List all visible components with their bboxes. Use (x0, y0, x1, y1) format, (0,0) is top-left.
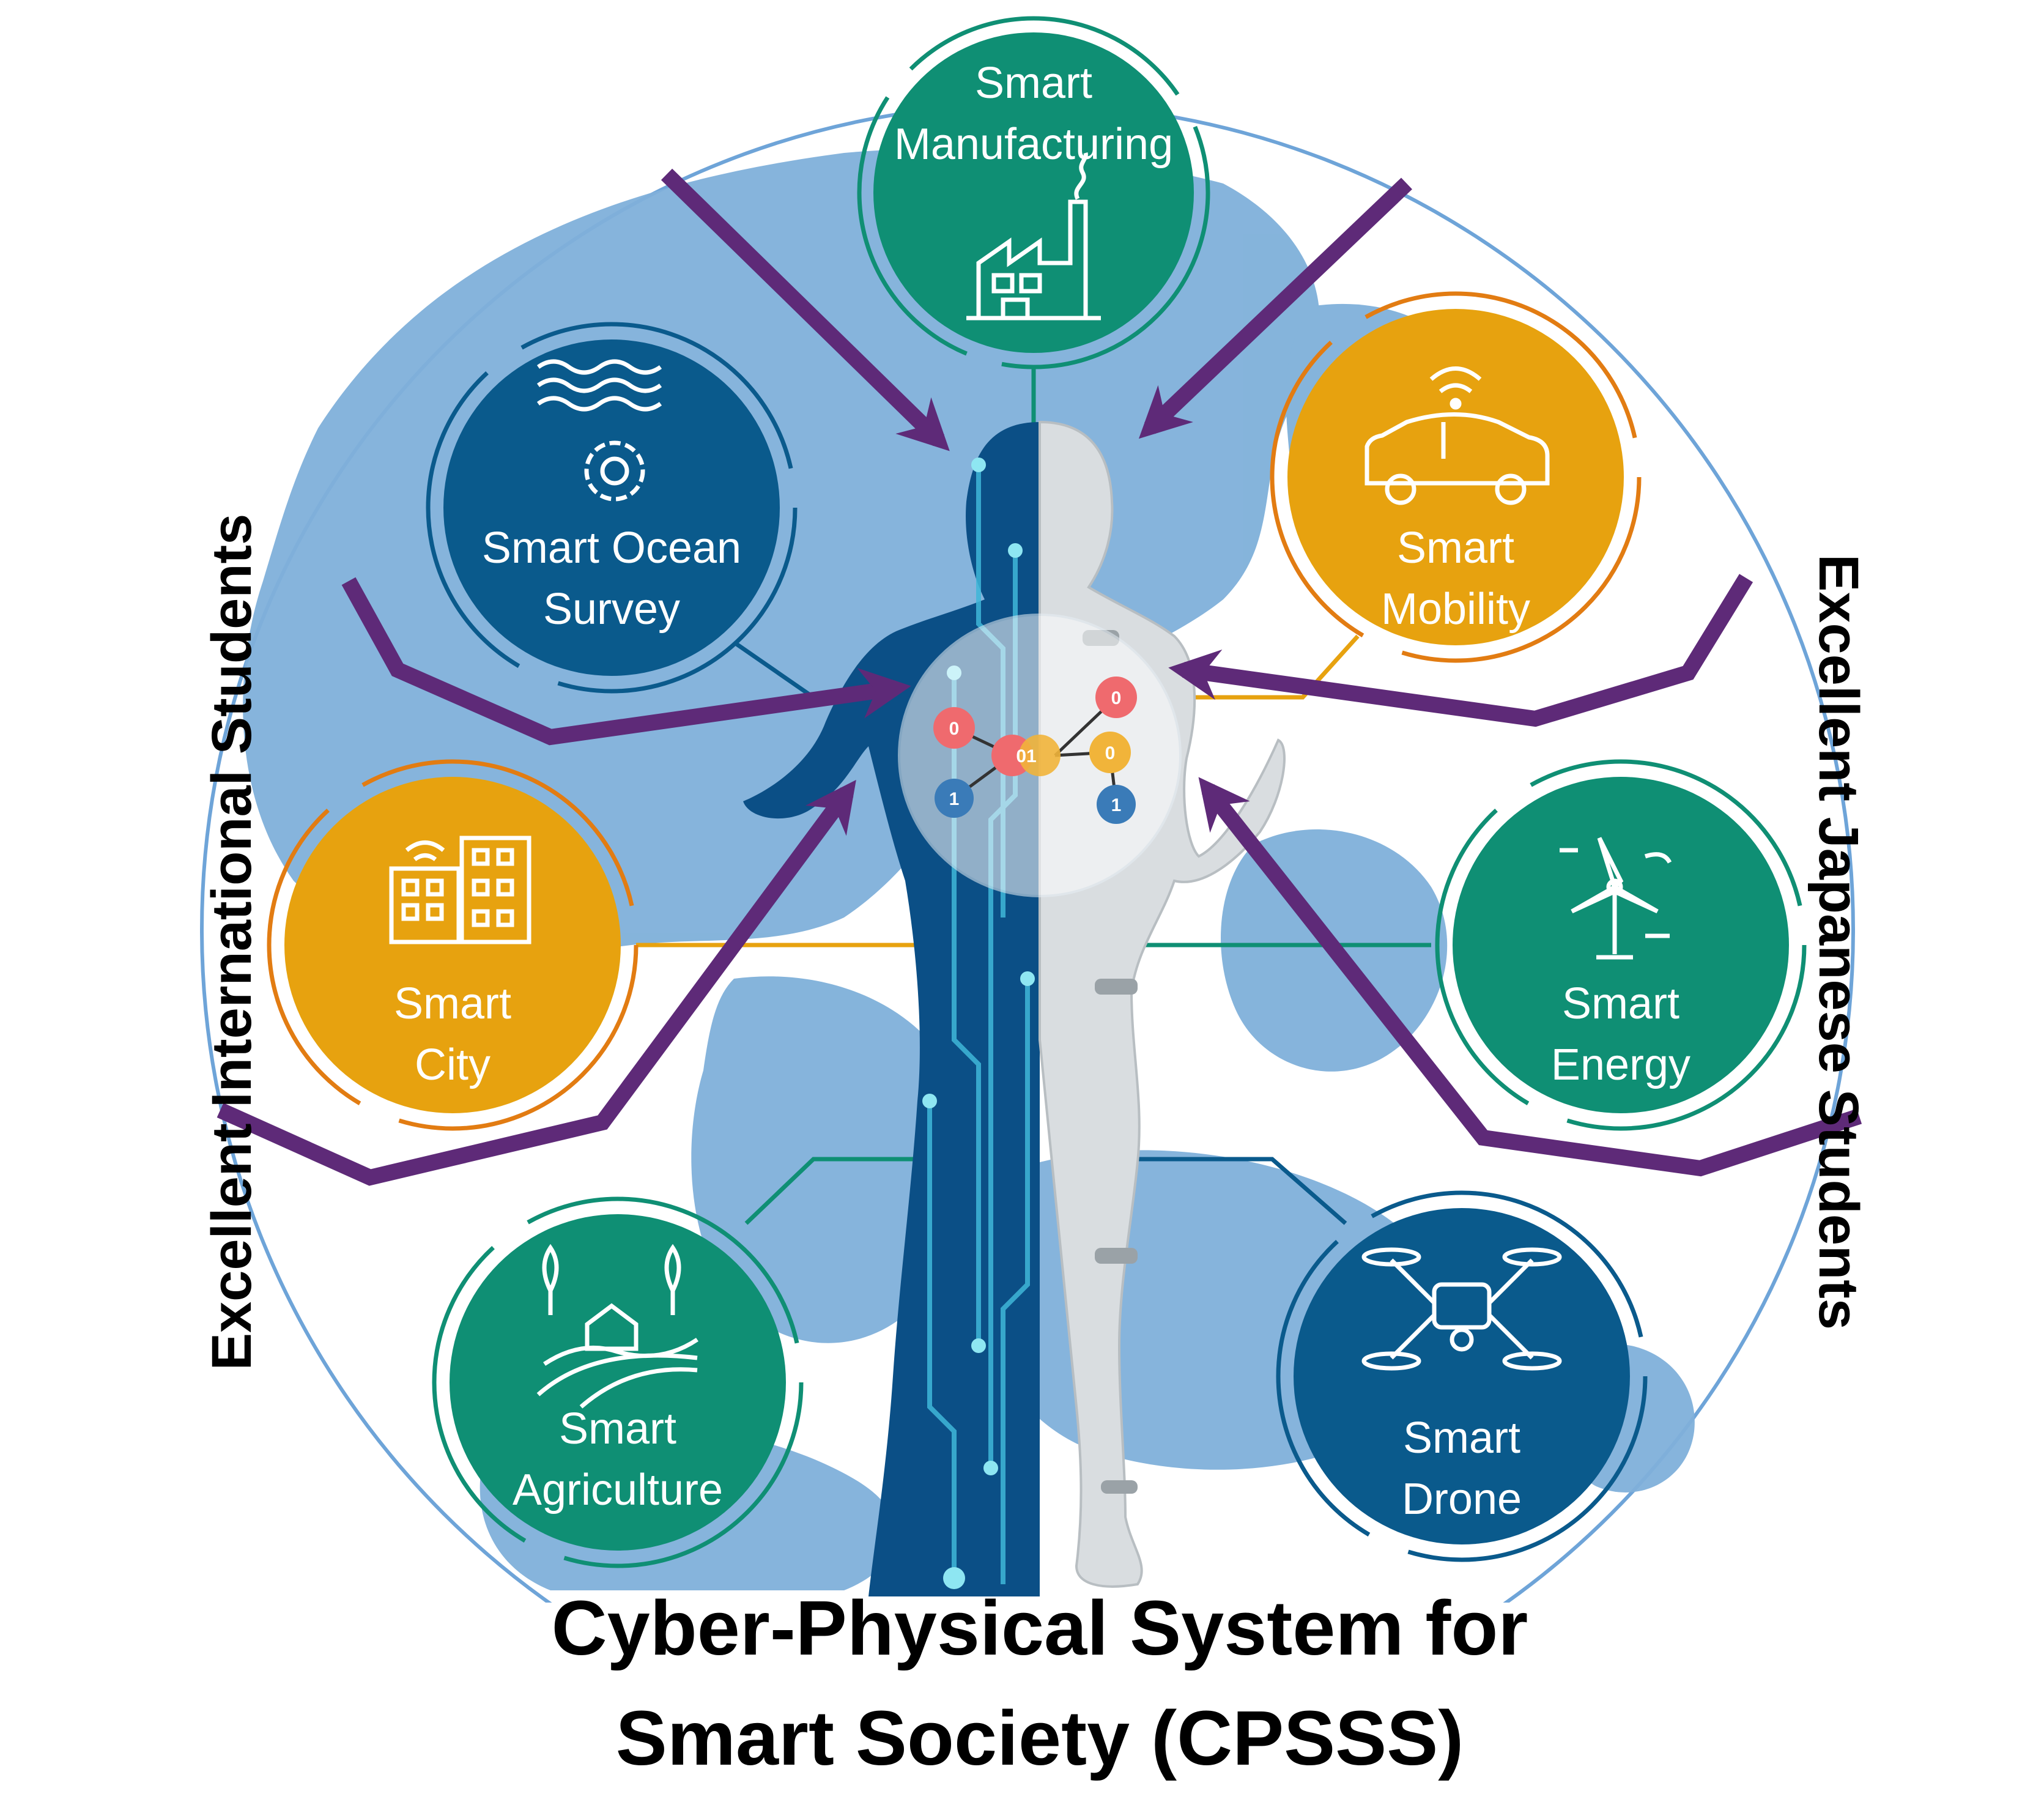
arrow-left-upper (341, 577, 911, 746)
node-label: Agriculture (513, 1466, 723, 1515)
node-smart-agriculture: Smart Agriculture (432, 1196, 804, 1568)
node-label: Smart (975, 59, 1092, 108)
node-label: Energy (1551, 1040, 1690, 1089)
arrow-right-lower (1198, 777, 1862, 1177)
node-label: Manufacturing (894, 120, 1173, 169)
bit-label: 0 (949, 719, 960, 739)
node-label: Smart (1562, 979, 1679, 1028)
bit-node (1097, 785, 1136, 824)
node-label: Smart (559, 1404, 676, 1453)
factory-icon (966, 152, 1101, 321)
bit-node (933, 707, 975, 749)
bit-label: 0 (1105, 743, 1116, 763)
arrow-top-right (1138, 177, 1412, 439)
node-smart-ocean-survey: Smart Ocean Survey (426, 322, 798, 694)
node-smart-manufacturing: Smart Manufacturing (857, 16, 1210, 369)
data-hub: 0 0 01 0 1 1 (898, 614, 1182, 897)
node-label: Mobility (1381, 585, 1530, 634)
node-label: City (415, 1040, 491, 1089)
side-label-right: Excellent Japanese Students (1807, 554, 1870, 1330)
side-label-left: Excellent International Students (201, 514, 263, 1371)
arrow-top-left (661, 168, 950, 451)
wind-turbine-icon (1560, 837, 1672, 960)
node-label: Drone (1402, 1475, 1522, 1524)
farm-icon (536, 1244, 698, 1409)
bit-node (1089, 732, 1131, 773)
bit-label: 1 (949, 789, 960, 809)
connected-car-icon (1365, 366, 1550, 505)
node-label: Smart (1397, 524, 1514, 573)
bit-label: 01 (1016, 746, 1036, 766)
buildings-icon (389, 836, 531, 944)
node-label: Smart Ocean (482, 524, 741, 573)
node-smart-mobility: Smart Mobility (1270, 291, 1642, 663)
waves-gear-icon (536, 359, 662, 502)
title-line-2: Smart Society (CPSSS) (616, 1695, 1464, 1781)
node-smart-drone: Smart Drone (1276, 1190, 1648, 1562)
title-line-1: Cyber-Physical System for (552, 1585, 1528, 1671)
node-smart-city: Smart City (267, 759, 639, 1131)
node-label: Smart (1403, 1414, 1520, 1463)
flow-arrows (217, 168, 1862, 1186)
bit-node (935, 779, 974, 818)
bit-label: 0 (1111, 688, 1122, 708)
bit-node (1095, 677, 1137, 718)
node-label: Smart (394, 979, 511, 1028)
node-label: Survey (543, 585, 680, 634)
bit-label: 1 (1111, 795, 1122, 815)
bit-node (1019, 735, 1061, 776)
drone-icon (1361, 1247, 1562, 1371)
arrow-right-upper (1168, 574, 1753, 727)
arrow-left-lower (217, 779, 856, 1186)
node-smart-energy: Smart Energy (1435, 759, 1807, 1131)
